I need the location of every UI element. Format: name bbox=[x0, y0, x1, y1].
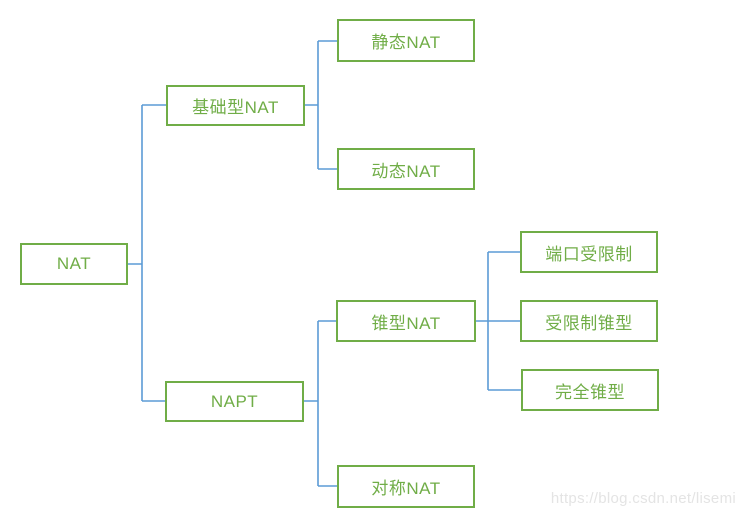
connector-basic-nat-to-children bbox=[305, 40, 337, 170]
node-port-restricted: 端口受限制 bbox=[520, 231, 658, 273]
node-port-restricted-label: 端口受限制 bbox=[545, 244, 633, 264]
node-full-cone-label: 完全锥型 bbox=[555, 382, 625, 402]
node-nat: NAT bbox=[20, 243, 128, 285]
node-symmetric-nat: 对称NAT bbox=[337, 465, 475, 508]
node-basic-nat: 基础型NAT bbox=[166, 85, 305, 126]
connector-cone-nat-to-children bbox=[476, 251, 521, 391]
node-cone-nat: 锥型NAT bbox=[336, 300, 476, 342]
node-basic-nat-label: 基础型NAT bbox=[192, 98, 279, 117]
node-dynamic-nat: 动态NAT bbox=[337, 148, 475, 190]
node-napt-label: NAPT bbox=[210, 391, 259, 411]
node-restricted-cone: 受限制锥型 bbox=[520, 300, 658, 342]
node-napt: NAPT bbox=[165, 381, 304, 422]
node-static-nat: 静态NAT bbox=[337, 19, 475, 62]
watermark: https://blog.csdn.net/lisemi bbox=[550, 490, 736, 507]
connector-napt-to-children bbox=[304, 320, 337, 487]
node-cone-nat-label: 锥型NAT bbox=[371, 313, 441, 333]
node-restricted-cone-label: 受限制锥型 bbox=[545, 313, 633, 333]
node-static-nat-label: 静态NAT bbox=[371, 33, 441, 52]
connector-nat-to-children bbox=[128, 104, 166, 402]
node-dynamic-nat-label: 动态NAT bbox=[371, 161, 441, 181]
node-symmetric-nat-label: 对称NAT bbox=[371, 479, 441, 498]
node-full-cone: 完全锥型 bbox=[521, 369, 659, 411]
node-nat-label: NAT bbox=[56, 254, 92, 273]
